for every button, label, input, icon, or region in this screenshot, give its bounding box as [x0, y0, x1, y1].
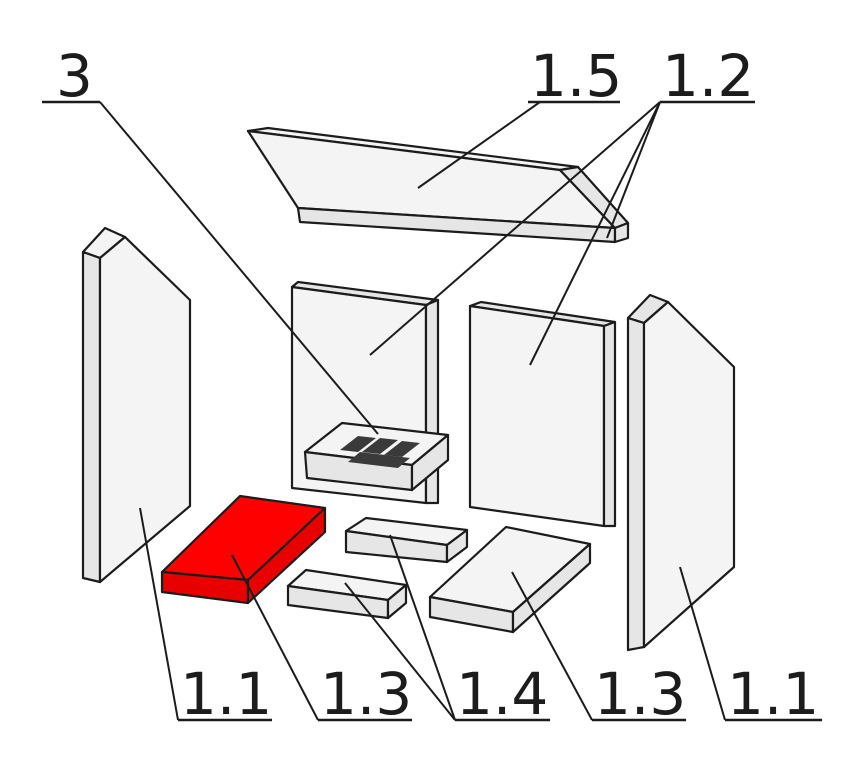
label-1-2: 1.2	[662, 42, 754, 110]
part-1-5-top-plate[interactable]	[246, 126, 630, 244]
label-1-4: 1.4	[456, 660, 548, 728]
part-1-4-small-brick-lower[interactable]	[286, 568, 408, 620]
part-1-3-floor-brick-highlighted[interactable]	[160, 494, 327, 605]
part-1-4-small-brick-upper[interactable]	[344, 516, 469, 564]
label-1-1-left: 1.1	[180, 660, 272, 728]
leader-lines	[99, 101, 726, 721]
label-1-1-right: 1.1	[727, 660, 819, 728]
part-3-ash-tray[interactable]	[303, 421, 450, 492]
part-1-1-left-panel[interactable]	[81, 226, 192, 584]
part-labels: 3 1.5 1.2 1.1 1.3 1.4 1.3 1.1	[56, 42, 819, 728]
part-1-1-right-panel[interactable]	[626, 293, 736, 652]
label-1-3-left: 1.3	[320, 660, 412, 728]
part-1-2-back-panel-right[interactable]	[468, 300, 617, 528]
label-underlines	[42, 100, 822, 722]
label-1-3-right: 1.3	[594, 660, 686, 728]
label-1-5: 1.5	[530, 42, 622, 110]
label-3: 3	[56, 42, 93, 110]
